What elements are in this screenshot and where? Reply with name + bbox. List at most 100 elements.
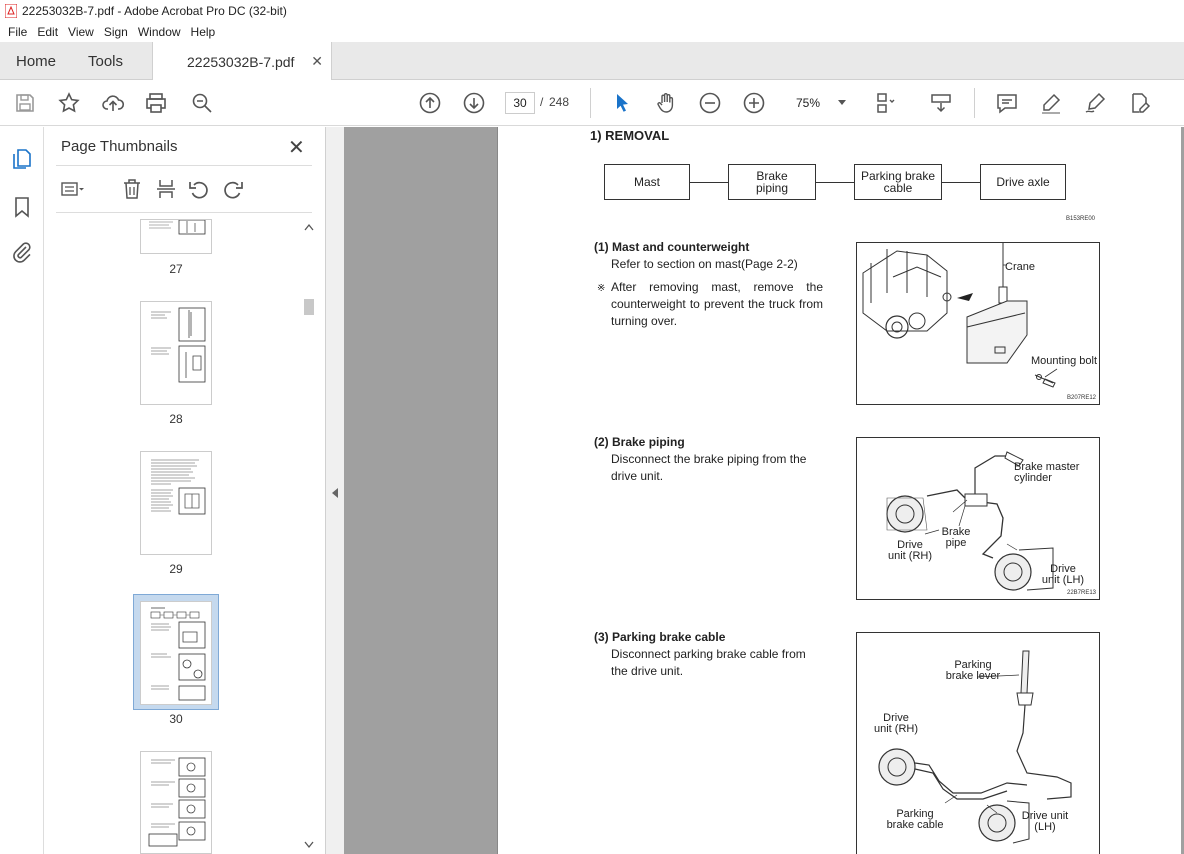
close-tab-icon[interactable]: ✕ <box>311 53 323 69</box>
thumbnail-page-number: 30 <box>169 712 183 726</box>
flow-box-mast: Mast <box>604 164 690 200</box>
figure-code: B207RE12 <box>1067 395 1097 401</box>
menu-sign[interactable]: Sign <box>103 25 128 39</box>
figure-label-drive-unit-lh: Drive unit (LH) <box>1021 810 1069 833</box>
tab-bar: Home Tools 22253032B-7.pdf ✕ <box>0 42 1184 81</box>
print-icon[interactable] <box>143 90 169 116</box>
flow-box-brake-piping: Brake piping <box>728 164 816 200</box>
section-body: Disconnect parking brake cable from the … <box>611 647 806 678</box>
window-title: 22253032B-7.pdf - Adobe Acrobat Pro DC (… <box>22 4 287 18</box>
section-body: Disconnect the brake piping from the dri… <box>611 452 807 483</box>
menu-bar: File Edit View Sign Window Help <box>0 22 1184 42</box>
comment-icon[interactable] <box>994 90 1020 116</box>
tab-home[interactable]: Home <box>16 52 57 70</box>
delete-page-icon[interactable] <box>120 177 144 201</box>
thumbnail-scrollbar[interactable] <box>302 219 316 854</box>
rotate-left-icon[interactable] <box>187 177 211 201</box>
section-title: (2) Brake piping <box>594 435 685 449</box>
chevron-left-icon[interactable] <box>332 488 338 498</box>
parking-brake-illustration <box>878 650 1072 844</box>
thumbnail-page-number: 29 <box>169 562 183 576</box>
figure-label-brake-pipe: Brake pipe <box>941 526 971 549</box>
close-panel-icon[interactable]: ✕ <box>288 137 305 159</box>
options-menu-icon[interactable] <box>60 177 84 201</box>
note-mark: ※ <box>597 283 606 294</box>
flow-connector <box>942 182 980 183</box>
tab-document-label: 22253032B-7.pdf <box>187 53 295 70</box>
thumbnail-page-number: 27 <box>169 262 183 276</box>
flow-box-drive-axle: Drive axle <box>980 164 1066 200</box>
highlight-pen-icon[interactable] <box>1038 90 1064 116</box>
menu-file[interactable]: File <box>8 25 28 39</box>
section-heading: 1) REMOVAL <box>590 128 670 143</box>
menu-edit[interactable]: Edit <box>37 25 59 39</box>
section-title: (1) Mast and counterweight <box>594 240 750 254</box>
figure-code: B153RE00 <box>1066 216 1096 222</box>
toolbar-divider <box>590 88 591 118</box>
bookmark-icon[interactable] <box>10 195 34 219</box>
toolbar: 30 / 248 75% <box>0 80 1184 126</box>
thumbnail-page[interactable] <box>140 451 212 555</box>
title-bar: 22253032B-7.pdf - Adobe Acrobat Pro DC (… <box>0 0 1184 22</box>
thumbnail-page[interactable] <box>140 301 212 405</box>
scrollbar-thumb[interactable] <box>304 299 314 315</box>
figure-label-drive-unit-rh: Drive unit (RH) <box>887 539 932 562</box>
previous-page-icon[interactable] <box>417 90 443 116</box>
zoom-in-icon[interactable] <box>741 90 767 116</box>
tab-tools[interactable]: Tools <box>88 52 124 70</box>
menu-view[interactable]: View <box>68 25 94 39</box>
edit-pdf-icon[interactable] <box>1126 90 1152 116</box>
rotate-right-icon[interactable] <box>221 177 245 201</box>
menu-window[interactable]: Window <box>137 25 181 39</box>
note-text: After removing mast, remove the counterw… <box>611 280 823 328</box>
zoom-level-select[interactable]: 75% <box>796 96 821 110</box>
hand-icon[interactable] <box>653 90 679 116</box>
page-layout-icon[interactable] <box>873 90 899 116</box>
figure-label-drive-unit-lh: Drive unit (LH) <box>1041 563 1085 586</box>
page-number-input[interactable]: 30 <box>505 92 535 114</box>
thumbnail-page-number: 28 <box>169 412 183 426</box>
flow-connector <box>690 182 728 183</box>
document-viewport[interactable]: 1) REMOVAL Mast Brake piping Parking bra… <box>344 127 1184 854</box>
total-pages: 248 <box>549 95 570 109</box>
panel-title: Page Thumbnails <box>61 138 178 155</box>
thumbnails-panel: Page Thumbnails ✕ 27 28 29 30 <box>44 127 326 854</box>
figure-label-parking-brake-cable: Parking brake cable <box>886 808 944 831</box>
page-thumbnails-icon[interactable] <box>10 147 34 171</box>
tab-document[interactable]: 22253032B-7.pdf ✕ <box>152 42 332 81</box>
star-icon[interactable] <box>56 90 82 116</box>
acrobat-icon <box>5 4 17 18</box>
keyboard-scroll-icon[interactable] <box>928 90 954 116</box>
figure-label-brake-master-cylinder: Brake master cylinder <box>1014 461 1080 484</box>
scroll-up-icon[interactable] <box>304 223 314 231</box>
save-icon[interactable] <box>12 90 38 116</box>
toolbar-divider <box>974 88 975 118</box>
page-separator: / <box>540 95 544 109</box>
extract-page-icon[interactable] <box>154 177 178 201</box>
signature-pen-icon[interactable] <box>1082 90 1108 116</box>
scroll-down-icon[interactable] <box>304 841 314 849</box>
navigation-rail <box>0 127 44 854</box>
flow-box-parking-brake-cable: Parking brake cable <box>854 164 942 200</box>
panel-divider <box>56 212 312 213</box>
upload-cloud-icon[interactable] <box>100 90 126 116</box>
thumbnail-page-selected[interactable] <box>140 601 212 705</box>
thumbnail-page[interactable] <box>140 751 212 854</box>
chevron-down-icon[interactable] <box>838 100 846 105</box>
select-cursor-icon[interactable] <box>609 90 635 116</box>
figure-label-mounting-bolt: Mounting bolt <box>1031 355 1098 367</box>
flow-connector <box>816 182 854 183</box>
figure-brake-piping: Brake master cylinder Brake pipe Drive u… <box>856 437 1100 600</box>
section-title: (3) Parking brake cable <box>594 630 726 644</box>
next-page-icon[interactable] <box>461 90 487 116</box>
thumbnail-page[interactable] <box>140 219 212 254</box>
panel-divider <box>56 165 312 166</box>
figure-mast-counterweight: Crane Mounting bolt B207RE12 <box>856 242 1100 405</box>
menu-help[interactable]: Help <box>190 25 216 39</box>
figure-code: 22B7RE13 <box>1067 590 1097 596</box>
thumbnail-tools <box>60 177 310 203</box>
zoom-out-icon[interactable] <box>697 90 723 116</box>
figure-label-drive-unit-rh: Drive unit (RH) <box>873 712 918 735</box>
zoom-search-icon[interactable] <box>189 90 215 116</box>
attachment-icon[interactable] <box>10 240 34 264</box>
